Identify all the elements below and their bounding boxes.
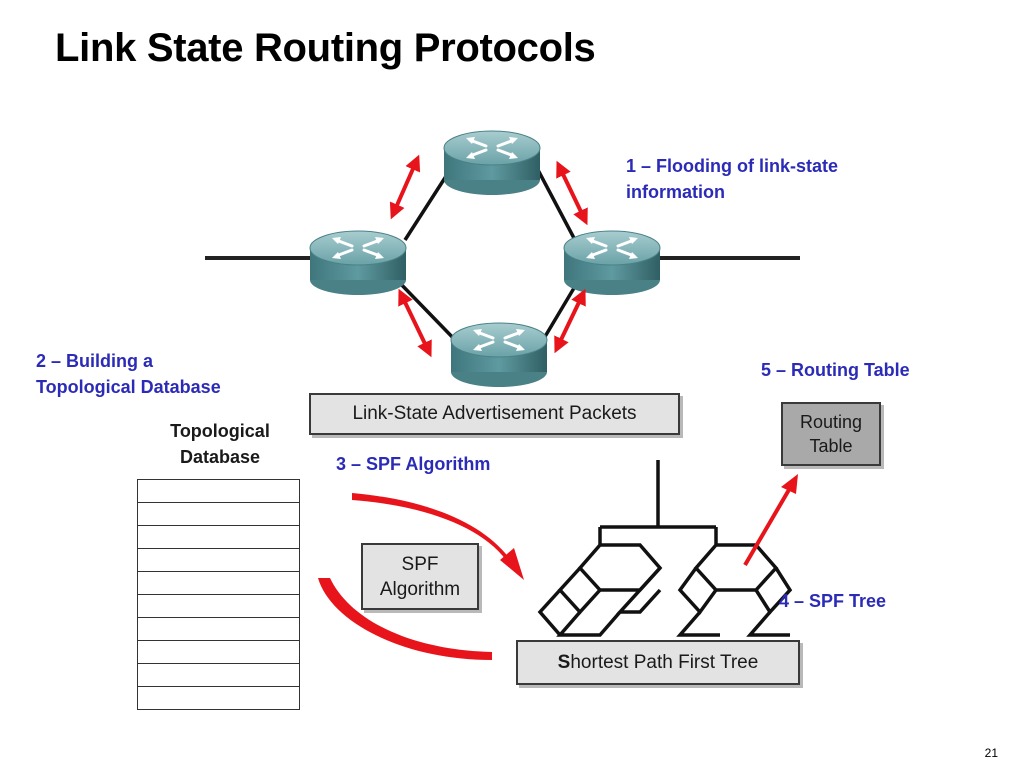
table-row	[137, 502, 300, 526]
table-row	[137, 663, 300, 687]
page-number: 21	[984, 746, 998, 760]
routing-table-arrow	[743, 486, 792, 567]
router-icon	[308, 229, 408, 297]
topological-database-label-line1: Topological	[170, 421, 270, 441]
router-link	[536, 169, 577, 241]
flooding-arrow	[389, 154, 421, 220]
routing-table-arrow-head	[781, 474, 798, 494]
table-row	[137, 617, 300, 641]
flooding-arrow	[398, 288, 432, 358]
callout-routing-table: 5 – Routing Table	[761, 360, 910, 380]
callout-flooding: 1 – Flooding of link-state information	[626, 153, 838, 205]
topological-database-label-line2: Database	[179, 447, 261, 467]
slide-title: Link State Routing Protocols	[55, 26, 596, 70]
spf-curve-arrow-bottom	[318, 578, 492, 660]
table-row	[137, 548, 300, 572]
table-row	[137, 686, 300, 710]
spf-curve-arrow-top-head	[500, 548, 524, 580]
spf-tree-label-rest: hortest Path First Tree	[570, 651, 759, 673]
spf-algorithm-line1: SPF	[401, 553, 439, 575]
table-row	[137, 525, 300, 549]
lsa-packets-box: Link-State Advertisement Packets	[309, 393, 680, 435]
routing-table-line1: Routing	[799, 412, 863, 432]
spf-tree	[537, 460, 793, 637]
spf-tree-label-initial: S	[557, 651, 571, 673]
callout-topological-db-line2: Topological Database	[36, 377, 221, 397]
router-icon	[442, 129, 542, 197]
spf-algorithm-line2: Algorithm	[379, 578, 461, 600]
callout-flooding-line1: 1 – Flooding of link-state	[626, 156, 839, 176]
router-icon	[449, 321, 549, 389]
callout-flooding-line2: information	[626, 182, 725, 202]
table-row	[137, 571, 300, 595]
topological-database-table	[137, 479, 300, 710]
spf-algorithm-box: SPF Algorithm	[361, 543, 479, 610]
callout-spf-tree: 4 – SPF Tree	[779, 591, 887, 611]
topological-database-label: Topological Database	[140, 418, 300, 470]
table-row	[137, 594, 300, 618]
callout-topological-db-line1: 2 – Building a	[36, 351, 154, 371]
router-link	[393, 276, 462, 347]
flooding-arrow	[556, 160, 588, 226]
router-link	[403, 169, 452, 241]
router-icon	[562, 229, 662, 297]
table-row	[137, 640, 300, 664]
callout-spf-algorithm: 3 – SPF Algorithm	[336, 454, 491, 474]
table-row	[137, 479, 300, 503]
routing-table-line2: Table	[809, 436, 853, 456]
routing-table-box: Routing Table	[781, 402, 881, 466]
spf-curve-arrow-top	[352, 493, 520, 575]
flooding-arrow	[554, 288, 586, 354]
callout-topological-db: 2 – Building a Topological Database	[36, 348, 221, 400]
